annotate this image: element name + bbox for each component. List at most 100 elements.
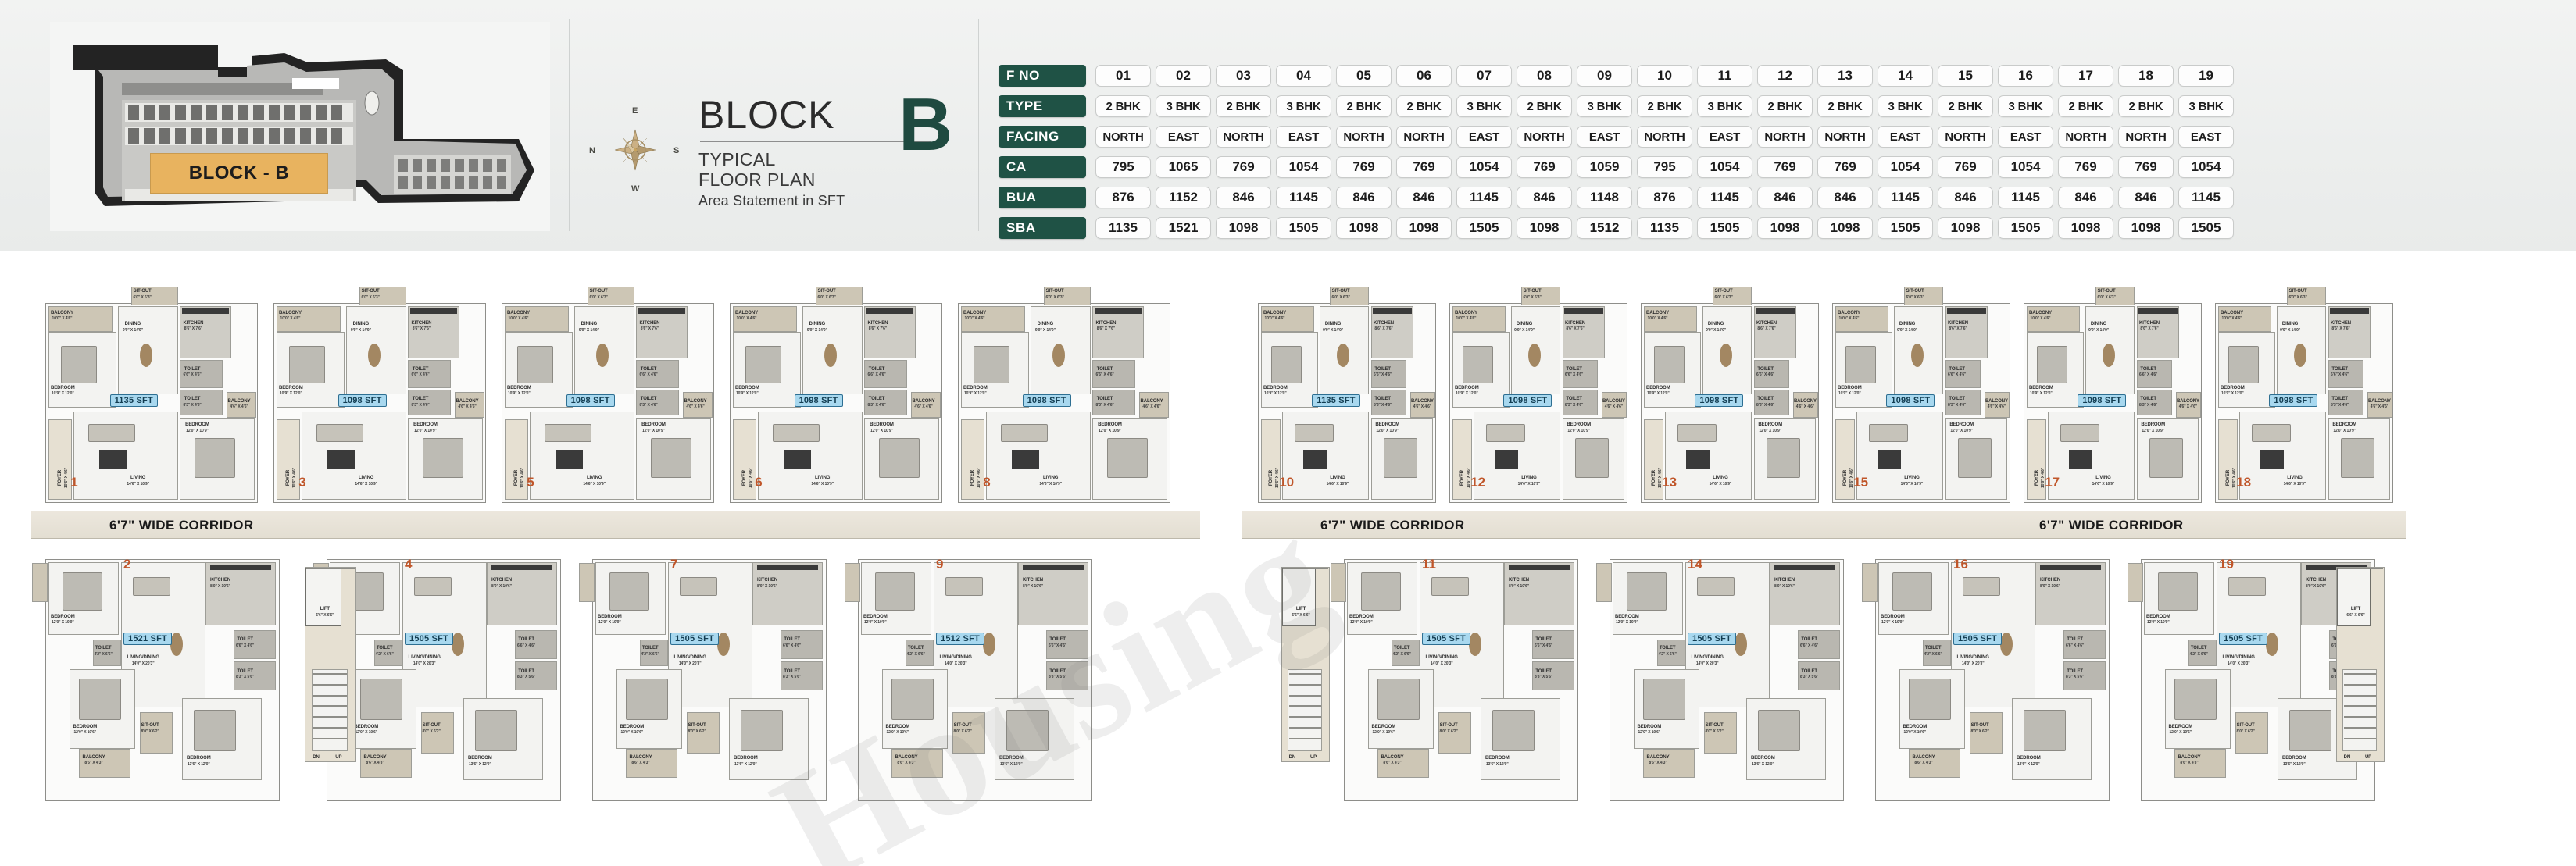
- toilet-2: [781, 629, 823, 660]
- table-cell-bua-02: 1152: [1156, 187, 1211, 208]
- table-cell-f_no-06: 06: [1396, 65, 1452, 87]
- table-cell-type-05: 2 BHK: [1336, 95, 1392, 117]
- bed-1: [1361, 572, 1401, 611]
- balcony-2: [360, 748, 412, 778]
- sofa: [1697, 576, 1735, 597]
- sit-out: [140, 712, 173, 754]
- sft-badge-unit-18: 1098 SFT: [2269, 394, 2318, 408]
- toilet-1: [1657, 640, 1685, 667]
- room-label-dn: DN: [2343, 755, 2351, 760]
- balcony-top: [1644, 306, 1698, 333]
- dining-table: [1052, 344, 1065, 368]
- kitchen-counter: [2329, 308, 2370, 314]
- sft-badge-unit-5: 1098 SFT: [566, 394, 615, 408]
- sft-badge-unit-13: 1098 SFT: [1695, 394, 1744, 408]
- table-cell-ca-07: 1054: [1456, 156, 1512, 178]
- table-cell-f_no-07: 07: [1456, 65, 1512, 87]
- unit-number-18: 18: [2236, 474, 2252, 490]
- table-cell-ca-03: 769: [1216, 156, 1271, 178]
- sit-out: [687, 712, 720, 754]
- table-cell-bua-09: 1148: [1577, 187, 1632, 208]
- bed-1: [609, 572, 649, 611]
- balcony-top: [1452, 306, 1506, 333]
- unit-number-10: 10: [1279, 474, 1295, 490]
- toilet-3: [1532, 661, 1574, 691]
- sft-badge-unit-1: 1135 SFT: [109, 394, 158, 408]
- lift-shaft: [2337, 568, 2371, 626]
- kitchen-counter: [757, 565, 818, 570]
- toilet-1: [408, 359, 451, 388]
- table-cell-f_no-13: 13: [1817, 65, 1873, 87]
- toilet-1: [1392, 640, 1420, 667]
- dining-table: [452, 633, 464, 656]
- table-cell-f_no-18: 18: [2118, 65, 2174, 87]
- unit-number-11: 11: [1422, 557, 1436, 572]
- kitchen: [1092, 306, 1144, 358]
- kitchen: [1753, 306, 1797, 358]
- room-label-dn: DN: [1288, 755, 1296, 760]
- kitchen: [1770, 562, 1840, 625]
- stair-tread: [1288, 694, 1321, 697]
- table-cell-bua-03: 846: [1216, 187, 1271, 208]
- table-cell-sba-04: 1505: [1276, 217, 1331, 239]
- table-cell-facing-14: EAST: [1878, 126, 1933, 148]
- sit-out: [1330, 287, 1370, 305]
- table-cell-bua-13: 846: [1817, 187, 1873, 208]
- tv-unit: [1495, 449, 1518, 470]
- bed-1: [1627, 572, 1667, 611]
- sofa: [2060, 423, 2099, 442]
- bed-2: [1107, 437, 1149, 478]
- unit-number-1: 1: [70, 474, 78, 490]
- table-cell-type-03: 2 BHK: [1216, 95, 1271, 117]
- kitchen-counter: [410, 308, 457, 314]
- toilet-1: [1923, 640, 1951, 667]
- bed-master: [517, 345, 554, 384]
